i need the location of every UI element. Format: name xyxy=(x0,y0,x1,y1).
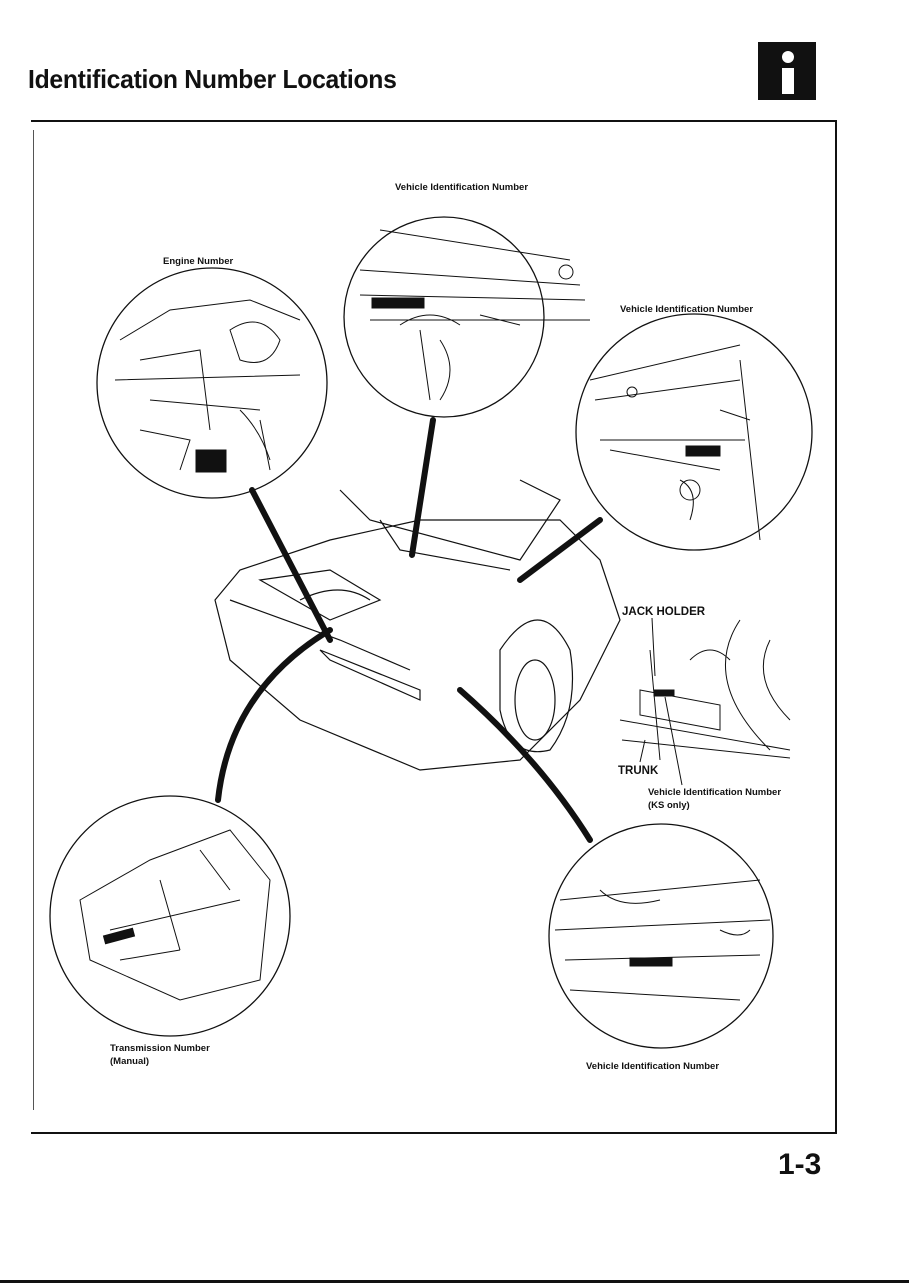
vin-top-label: Vehicle Identification Number xyxy=(395,182,529,193)
bottom-rule xyxy=(0,1280,909,1283)
trunk-label: TRUNK xyxy=(618,765,659,777)
vin-right-sketch xyxy=(589,344,761,541)
jack-holder-label: JACK HOLDER xyxy=(622,606,706,618)
frame-left-edge xyxy=(33,130,35,1110)
vin-top-detail-circle xyxy=(343,216,545,418)
info-section-badge xyxy=(758,42,816,100)
page-title: Identification Number Locations xyxy=(28,64,397,94)
vin-trunk-note: (KS only) xyxy=(648,800,690,811)
vin-trunk-label: Vehicle Identification Number xyxy=(648,787,782,798)
diagram-frame xyxy=(31,120,837,1134)
engine-number-label: Engine Number xyxy=(163,256,234,267)
transmission-detail-circle xyxy=(49,795,291,1037)
info-icon xyxy=(782,51,794,63)
vin-bottom-label: Vehicle Identification Number xyxy=(586,1061,720,1072)
vin-bottom-sketch xyxy=(554,879,771,1001)
transmission-number-label: Transmission Number xyxy=(110,1043,210,1054)
engine-number-detail-circle xyxy=(96,267,328,499)
car-front-view xyxy=(214,479,621,771)
jack-holder-sketch xyxy=(619,617,791,786)
vin-right-detail-circle xyxy=(575,313,813,551)
vin-bottom-detail-circle xyxy=(548,823,774,1049)
info-icon-stem xyxy=(782,68,794,94)
engine-sketch xyxy=(114,299,301,473)
vin-top-sketch xyxy=(359,229,590,401)
page-number: 1-3 xyxy=(778,1148,822,1181)
transmission-number-note: (Manual) xyxy=(110,1056,150,1067)
vin-right-label: Vehicle Identification Number xyxy=(620,304,754,315)
leader-lines xyxy=(215,417,603,843)
transmission-sketch xyxy=(79,829,271,1001)
